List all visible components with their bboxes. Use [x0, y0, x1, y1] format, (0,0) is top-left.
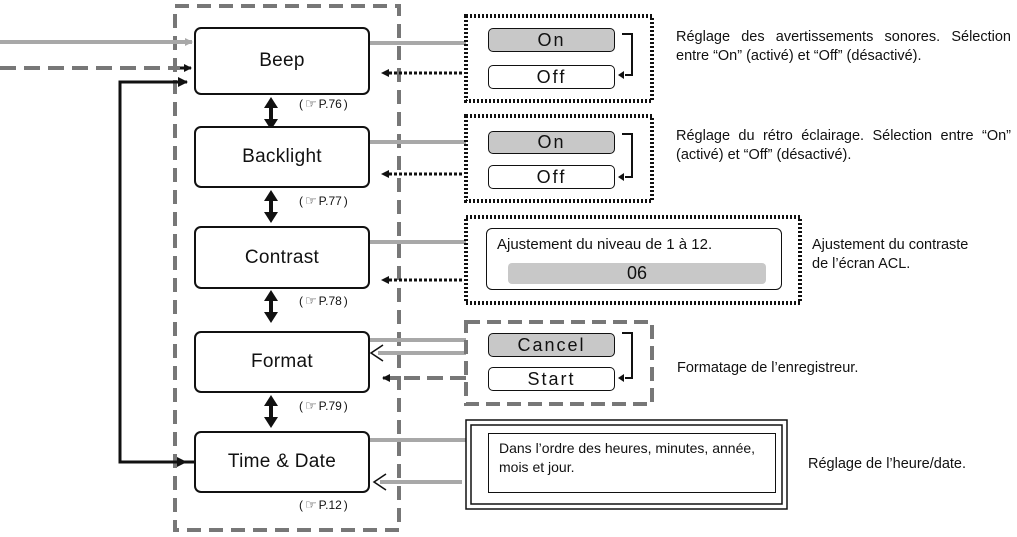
time-date-description: Réglage de l’heure/date. — [808, 456, 967, 472]
pointing-hand-icon: ☞ — [305, 398, 317, 413]
time-date-instruction: Dans l’ordre des heures, minutes, année,… — [488, 433, 776, 493]
contrast-value[interactable]: 06 — [508, 263, 766, 284]
menu-item-label: Contrast — [244, 246, 320, 268]
pointing-hand-icon: ☞ — [305, 497, 317, 512]
menu-item-contrast[interactable]: Contrast — [194, 226, 370, 289]
menu-item-time-date[interactable]: Time & Date — [194, 431, 370, 493]
menu-item-backlight[interactable]: Backlight — [194, 126, 370, 188]
menu-item-beep[interactable]: Beep — [194, 27, 370, 95]
beep-option-on[interactable]: On — [488, 28, 615, 52]
contrast-description: Ajustement du contraste de l’écran ACL. — [812, 237, 969, 272]
page-reference: (☞P.12) — [299, 497, 348, 512]
backlight-option-on[interactable]: On — [488, 131, 615, 154]
menu-item-label: Beep — [259, 50, 305, 71]
contrast-instruction: Ajustement du niveau de 1 à 12. — [497, 236, 713, 253]
menu-item-label: Time & Date — [227, 451, 337, 472]
menu-item-label: Backlight — [242, 146, 322, 167]
beep-description: Réglage des avertissements sonores. Séle… — [676, 29, 1011, 64]
backlight-option-off[interactable]: Off — [488, 165, 615, 189]
page-reference: (☞P.79) — [299, 398, 348, 413]
format-option-cancel[interactable]: Cancel — [488, 333, 615, 357]
beep-option-off[interactable]: Off — [488, 65, 615, 89]
pointing-hand-icon: ☞ — [305, 293, 317, 308]
page-reference: (☞P.78) — [299, 293, 348, 308]
page-reference: (☞P.77) — [299, 193, 348, 208]
page-reference: (☞P.76) — [299, 96, 348, 111]
format-description: Formatage de l’enregistreur. — [677, 360, 859, 376]
menu-item-label: Format — [251, 351, 313, 372]
pointing-hand-icon: ☞ — [305, 96, 317, 111]
backlight-description: Réglage du rétro éclairage. Sélection en… — [676, 128, 1011, 163]
menu-item-format[interactable]: Format — [194, 331, 370, 393]
format-option-start[interactable]: Start — [488, 367, 615, 391]
pointing-hand-icon: ☞ — [305, 193, 317, 208]
